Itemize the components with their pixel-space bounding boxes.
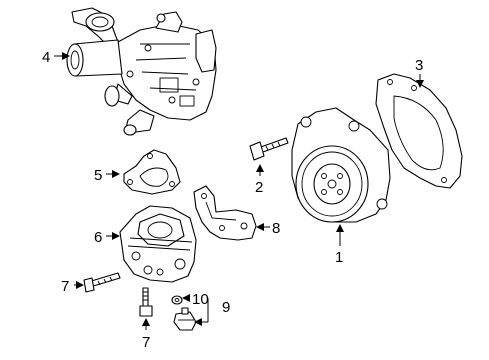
leader-6 xyxy=(106,232,120,240)
callout-5: 5 xyxy=(94,167,102,184)
bolt-lower xyxy=(139,287,153,317)
temperature-sensor xyxy=(173,307,197,331)
callout-10: 10 xyxy=(192,291,209,308)
callout-8: 8 xyxy=(272,220,280,237)
leader-8 xyxy=(256,223,270,231)
bolt-upper xyxy=(83,272,121,293)
leader-1 xyxy=(336,224,344,246)
water-pump xyxy=(291,107,391,223)
callout-7a: 7 xyxy=(61,278,69,295)
leader-3 xyxy=(416,74,424,88)
callout-1: 1 xyxy=(335,249,343,266)
leader-4 xyxy=(54,52,70,60)
leader-9-10 xyxy=(182,294,209,326)
callout-6: 6 xyxy=(94,229,102,246)
water-outlet-housing xyxy=(66,7,217,136)
callout-9: 9 xyxy=(222,299,230,316)
bracket-gasket xyxy=(193,185,257,241)
leader-2 xyxy=(256,164,264,176)
thermostat-gasket xyxy=(123,149,181,195)
leader-5 xyxy=(106,170,120,178)
callout-3: 3 xyxy=(415,57,423,74)
bolt-2 xyxy=(249,137,289,161)
callout-7b: 7 xyxy=(142,334,150,351)
leader-7b xyxy=(142,318,150,330)
callout-2: 2 xyxy=(255,179,263,196)
callout-4: 4 xyxy=(42,49,50,66)
o-ring xyxy=(171,295,183,305)
leader-7a xyxy=(74,281,84,289)
water-inlet-housing xyxy=(119,205,197,283)
